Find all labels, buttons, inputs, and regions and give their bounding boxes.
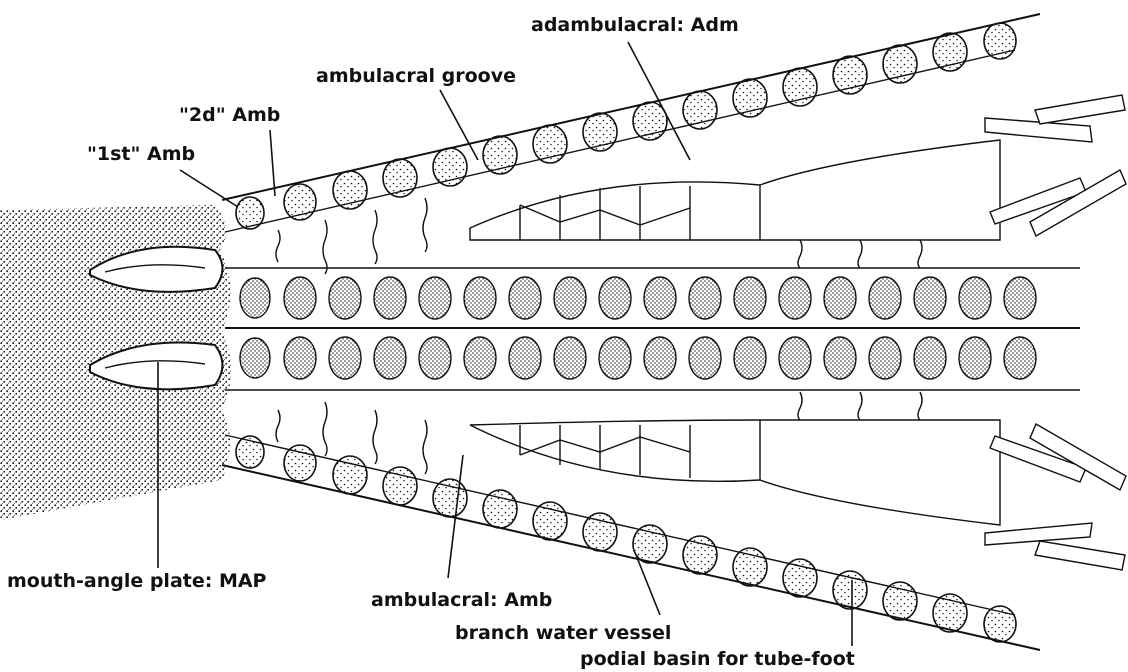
upper-central-amb-plates: [240, 277, 1036, 319]
ambulacral-label: ambulacral: Amb: [371, 589, 552, 611]
arm-tip-spines: [985, 95, 1126, 570]
lower-central-amb-plates: [240, 337, 1036, 379]
branch-water-vessel-label: branch water vessel: [455, 622, 671, 644]
ambulacral-groove-label: ambulacral groove: [316, 65, 516, 87]
adambulacral-label: adambulacral: Adm: [531, 14, 739, 36]
first-amb-label: "1st" Amb: [87, 143, 195, 165]
podial-basin-label: podial basin for tube-foot: [580, 648, 855, 670]
lower-margin-plates: [236, 436, 1016, 642]
second-amb-label: "2d" Amb: [179, 104, 280, 126]
adambulacral-plate-divisions: [520, 185, 760, 480]
mouth-angle-plate-label: mouth-angle plate: MAP: [7, 570, 267, 592]
upper-margin-plates: [236, 23, 1016, 229]
